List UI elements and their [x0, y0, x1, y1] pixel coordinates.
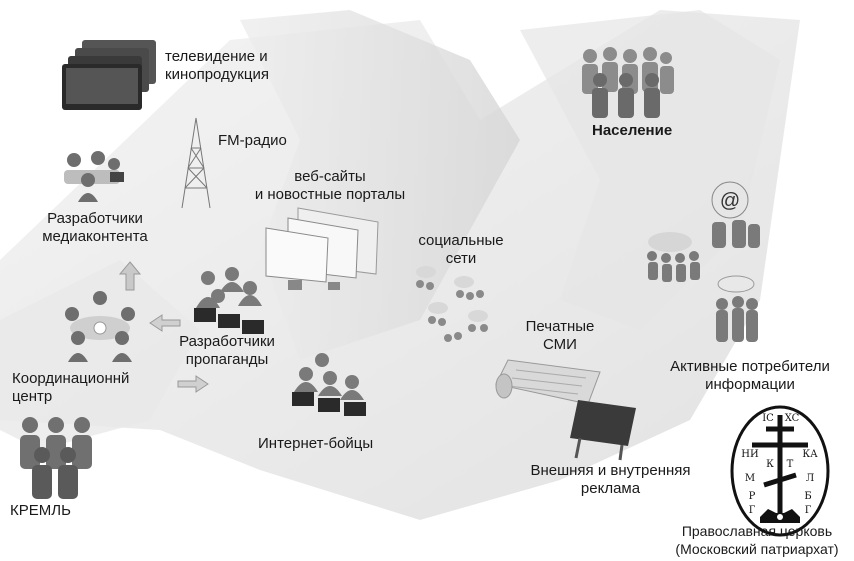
church-label: Православная церковь(Московский патриарх… [675, 523, 839, 557]
svg-text:Б: Б [804, 491, 811, 502]
people-group-icon [12, 415, 102, 500]
people-group-icon [576, 46, 676, 118]
fighters-label: Интернет-бойцы [258, 435, 374, 452]
people-group-icon [60, 288, 140, 363]
chat-bubble-people-icon [408, 264, 498, 344]
billboard-icon [566, 398, 638, 461]
fm-label: FM-радио [218, 132, 287, 149]
newspaper-icon [495, 356, 604, 412]
arrow-icon [177, 375, 209, 393]
svg-text:К: К [766, 459, 774, 470]
svg-text:Т: Т [787, 459, 794, 470]
svg-text:IC: IC [762, 413, 774, 424]
population-label: Население [592, 122, 673, 139]
orthodox-cross-icon: IC XC НИ КА К Т М Л Р Б Г Г [730, 405, 830, 537]
svg-text:НИ: НИ [741, 449, 759, 460]
monitor-icon [258, 207, 383, 293]
svg-text:КА: КА [802, 449, 818, 460]
svg-text:Г: Г [805, 505, 812, 516]
laptop-workers-icon [188, 267, 270, 336]
email-icon: @ [720, 190, 740, 212]
arrow-icon [118, 261, 142, 291]
svg-text:XC: XC [785, 413, 800, 424]
arrow-icon [149, 314, 181, 332]
tv-icon [62, 40, 162, 115]
svg-text:Р: Р [749, 491, 756, 502]
radio-tower-icon [178, 117, 214, 210]
people-group-icon: @ [640, 180, 765, 350]
svg-text:М: М [745, 473, 755, 484]
svg-text:Л: Л [806, 473, 814, 484]
laptop-workers-icon [288, 352, 370, 420]
svg-text:Г: Г [749, 505, 756, 516]
people-group-icon [58, 150, 128, 205]
kremlin-label: КРЕМЛЬ [10, 502, 71, 519]
